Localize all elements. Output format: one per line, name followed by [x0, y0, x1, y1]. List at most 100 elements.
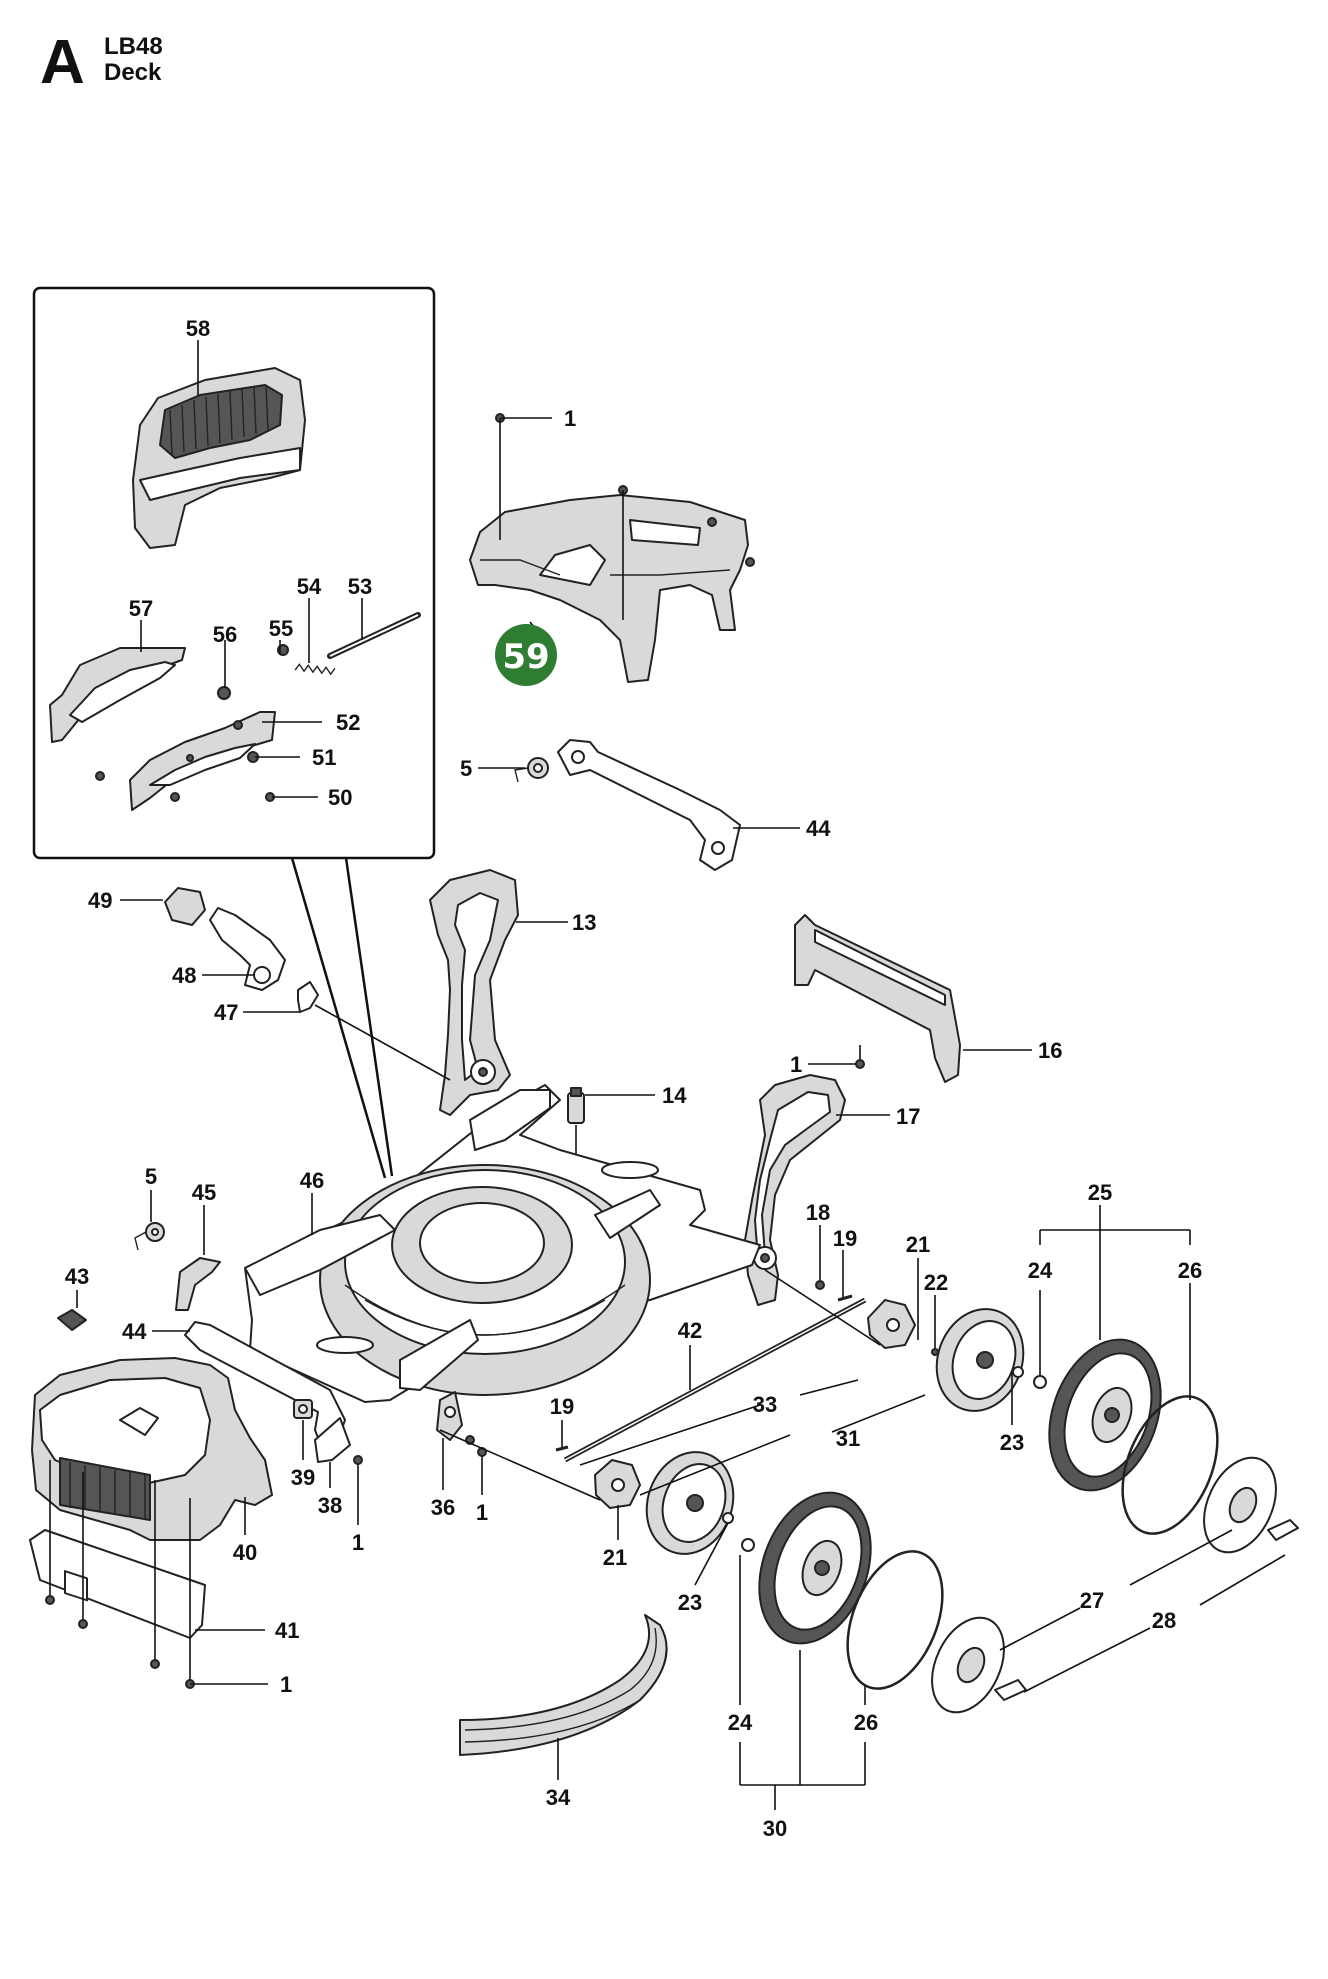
rear-guard-grille-part — [132, 367, 306, 549]
right-washer-part — [1012, 1366, 1024, 1378]
right-hubcap-part — [1203, 1456, 1277, 1554]
skid-strip-part — [459, 1614, 668, 1756]
callout-44-top: 44 — [806, 816, 831, 841]
callout-45: 45 — [192, 1180, 216, 1205]
right-inner-hub-part — [935, 1308, 1025, 1412]
callout-42: 42 — [678, 1318, 702, 1343]
callout-1-bracket: 1 — [476, 1500, 488, 1525]
callout-22: 22 — [924, 1270, 948, 1295]
callout-36: 36 — [431, 1495, 455, 1520]
callout-56: 56 — [213, 622, 237, 647]
callout-49: 49 — [88, 888, 112, 913]
callout-25: 25 — [1088, 1180, 1112, 1205]
inset-frame — [32, 286, 436, 860]
left-bushing-part — [741, 1538, 755, 1552]
top-cover-screws — [495, 413, 755, 620]
callout-labels: 58 57 56 55 54 53 52 51 50 1 5 44 49 48 … — [65, 316, 1202, 1841]
callout-33: 33 — [753, 1392, 777, 1417]
right-handle-arm-part — [744, 1074, 846, 1306]
highlight-badge: 59 — [495, 621, 557, 686]
left-wheel-part — [758, 1491, 872, 1645]
callout-14: 14 — [662, 1083, 687, 1108]
left-hubcap-part — [931, 1616, 1005, 1714]
inset-pointer-line-2 — [344, 857, 394, 1177]
left-washer-part — [722, 1512, 734, 1524]
left-bolt-part — [994, 1679, 1027, 1701]
callout-40: 40 — [233, 1540, 257, 1565]
page-header: A LB48 Deck — [40, 28, 340, 98]
callout-46: 46 — [300, 1168, 324, 1193]
callout-26-right: 26 — [1178, 1258, 1202, 1283]
washer-part — [297, 981, 319, 1013]
callout-26-left: 26 — [854, 1710, 878, 1735]
left-wheel-group-bracket — [739, 1555, 866, 1810]
highlight-badge-number: 59 — [502, 637, 549, 677]
callout-23-left: 23 — [678, 1590, 702, 1615]
callout-17: 17 — [896, 1104, 920, 1129]
callout-31: 31 — [836, 1426, 860, 1451]
left-inner-hub-part — [645, 1451, 735, 1555]
front-cover-part — [31, 1357, 273, 1541]
callout-21-left: 21 — [603, 1545, 627, 1570]
callout-24-left: 24 — [728, 1710, 753, 1735]
mulch-flap-part — [175, 1257, 221, 1311]
callout-21-right: 21 — [906, 1232, 930, 1257]
section-title: Deck — [104, 59, 162, 86]
side-guard-part — [49, 647, 186, 743]
callout-43: 43 — [65, 1264, 89, 1289]
right-tire-ring-part — [1121, 1395, 1219, 1535]
fitting-part — [567, 1087, 585, 1124]
right-wheel-part — [1048, 1338, 1162, 1492]
callout-53: 53 — [348, 574, 372, 599]
spring-part — [294, 663, 336, 676]
spring-clip-top-part — [514, 757, 549, 783]
callout-47: 47 — [214, 1000, 238, 1025]
callout-5-top: 5 — [460, 756, 472, 781]
adjust-lever-part — [209, 907, 286, 991]
handle-knob-part — [164, 887, 206, 926]
callout-55: 55 — [269, 616, 293, 641]
callout-16: 16 — [1038, 1038, 1062, 1063]
left-handle-arm-part — [429, 869, 519, 1116]
callout-1-bottom: 1 — [280, 1672, 292, 1697]
callout-44-left: 44 — [122, 1319, 147, 1344]
callout-57: 57 — [129, 596, 153, 621]
small-button-part — [57, 1309, 87, 1331]
callout-18: 18 — [806, 1200, 830, 1225]
callout-27: 27 — [1080, 1588, 1104, 1613]
callout-19-left: 19 — [550, 1394, 574, 1419]
spring-clip-left-part — [134, 1222, 165, 1251]
callout-58: 58 — [186, 316, 210, 341]
hinge-bracket-part — [129, 711, 276, 811]
callout-30: 30 — [763, 1816, 787, 1841]
callout-52: 52 — [336, 710, 360, 735]
callout-51: 51 — [312, 745, 336, 770]
link-plate-part — [314, 1417, 351, 1463]
right-bolt-part — [1267, 1519, 1299, 1541]
callout-1-top-cover: 1 — [564, 406, 576, 431]
callout-13: 13 — [572, 910, 596, 935]
left-tire-ring-part — [846, 1550, 944, 1690]
callout-23-right: 23 — [1000, 1430, 1024, 1455]
front-strip-part — [29, 1529, 206, 1639]
callout-28: 28 — [1152, 1608, 1176, 1633]
inset-leader-lines — [140, 340, 363, 798]
callout-1-rear-bar: 1 — [790, 1052, 802, 1077]
right-pivot-parts — [815, 1225, 939, 1356]
top-cover-part — [469, 494, 749, 683]
callout-50: 50 — [328, 785, 352, 810]
callout-41: 41 — [275, 1618, 299, 1643]
callout-38: 38 — [318, 1493, 342, 1518]
handle-bracket-part — [557, 739, 741, 871]
rear-bar-part — [794, 914, 961, 1083]
callout-1-link: 1 — [352, 1530, 364, 1555]
callout-5-left: 5 — [145, 1164, 157, 1189]
right-wheel-group-bracket — [1039, 1205, 1191, 1400]
callout-34: 34 — [546, 1785, 571, 1810]
callout-19-right: 19 — [833, 1226, 857, 1251]
section-letter: A — [40, 28, 85, 97]
callout-39: 39 — [291, 1465, 315, 1490]
callout-48: 48 — [172, 963, 196, 988]
left-pivot-parts — [555, 1420, 641, 1540]
